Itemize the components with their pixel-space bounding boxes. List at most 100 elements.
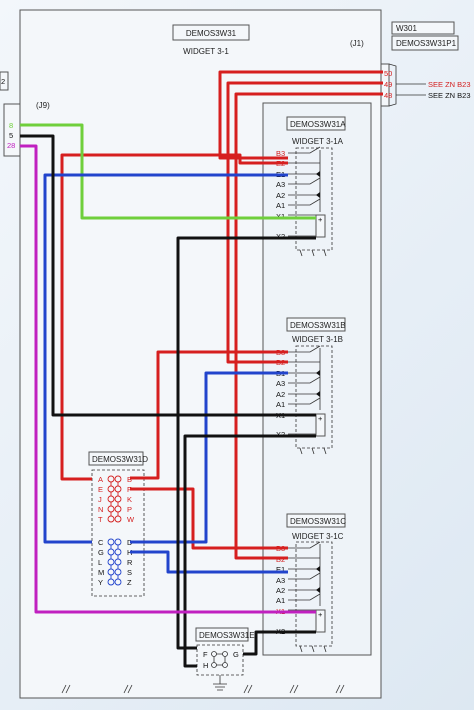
widget-b-pin-a1: A1: [276, 400, 285, 409]
widget-b-coil: [315, 413, 326, 437]
widget-c-ref-box: [286, 513, 346, 528]
w301-pin-50: 50: [384, 69, 392, 78]
widget-e: DEMOS3W31E F G H: [195, 627, 255, 691]
widget-d-pin-f: F: [127, 485, 132, 494]
widget-a: DEMOS3W31A WIDGET 3-1A B3 E2 E1 A3 A2 A1…: [276, 116, 346, 257]
widget-a-pin-a2: A2: [276, 191, 285, 200]
widget-d-pin-r: R: [127, 558, 133, 567]
widget-d-pin-m: M: [98, 568, 104, 577]
widget-d-pin-j: J: [98, 495, 102, 504]
widget-d-pin-w: W: [127, 515, 135, 524]
widget-d-pin-y: Y: [98, 578, 103, 587]
widget-d-pin-b: B: [127, 475, 132, 484]
w301-box: [391, 21, 455, 35]
widget-c-coil-plus-icon: +: [318, 610, 323, 619]
widget-d-pin-k: K: [127, 495, 132, 504]
wire-red-48: [234, 92, 383, 560]
w301-pin-48: 48: [384, 91, 392, 100]
widget-a-contacts: [288, 146, 321, 237]
w301-note-49: SEE ZN B23: [428, 80, 471, 89]
widget-a-pin-a1: A1: [276, 201, 285, 210]
widget-e-pin-f: F: [203, 650, 208, 659]
left-pin-28: 28: [7, 141, 15, 150]
widget-c-ref: DEMOS3W31C: [290, 517, 346, 526]
widget-b-switch-frame: [295, 345, 333, 449]
widget-d-pin-g: G: [98, 548, 104, 557]
left-conn: (J9): [36, 101, 50, 110]
widget-c-switch-frame: [295, 541, 333, 647]
widget-c-coil: [315, 609, 326, 633]
left-pin-8: 8: [9, 121, 13, 130]
left-edge-tag: 2: [1, 77, 5, 86]
widget-b-title: WIDGET 3-1B: [292, 335, 343, 344]
wire-blue-d-d: [130, 371, 288, 544]
widget-b-ref: DEMOS3W31B: [290, 321, 346, 330]
widget-c-pin-a2: A2: [276, 586, 285, 595]
widget-d-ref-box: [88, 451, 144, 466]
widget-b-pin-a3: A3: [276, 379, 285, 388]
widget-d-pin-l: L: [98, 558, 102, 567]
widget-a-coil-plus-icon: +: [318, 215, 323, 224]
widget-e-frame: [196, 644, 244, 676]
widget-a-switch-frame: [295, 147, 333, 251]
widget-a-ref: DEMOS3W31A: [290, 120, 346, 129]
widget-d-pin-p: P: [127, 505, 132, 514]
wire-black-a-x2: [176, 236, 316, 650]
widget-d: DEMOS3W31D A E J N T B F K P W C G L M Y…: [88, 451, 148, 597]
widget-c-ticks: [299, 645, 327, 653]
widget-c-pin-e1: E1: [276, 565, 285, 574]
wire-red-d-a: [60, 153, 288, 481]
widget-d-pin-h: H: [127, 548, 132, 557]
left-pin-5: 5: [9, 131, 13, 140]
widget-c-pin-a1: A1: [276, 596, 285, 605]
widget-a-pin-a3: A3: [276, 180, 285, 189]
w301-plug-box: [391, 35, 459, 51]
widget-d-pin-t: T: [98, 515, 103, 524]
widget-d-pin-n: N: [98, 505, 103, 514]
widget-e-jumpers: [211, 651, 228, 668]
left-edge-tab: [0, 71, 9, 91]
w301-plug: DEMOS3W31P1: [396, 39, 457, 48]
widget-e-ref: DEMOS3W31E: [199, 631, 255, 640]
widget-a-title: WIDGET 3-1A: [292, 137, 344, 146]
w301-pin-49: 49: [384, 80, 392, 89]
left-connector: [3, 103, 21, 157]
wire-blue-d-c: [43, 173, 288, 544]
widget-d-pin-z: Z: [127, 578, 132, 587]
widget-d-jumpers-bottom: [107, 538, 122, 586]
wire-green-8: [20, 123, 316, 220]
widget-e-ref-box: [195, 627, 249, 642]
wire-magenta-28: [20, 144, 316, 614]
widget-a-ref-box: [286, 116, 346, 131]
widget-a-ticks: [299, 249, 327, 257]
widget-d-frame: [91, 469, 145, 597]
main-ref: DEMOS3W31: [186, 29, 237, 38]
widget-d-pin-c: C: [98, 538, 104, 547]
widget-b-ticks: [299, 447, 327, 455]
widget-d-pin-a: A: [98, 475, 103, 484]
w301-connector-lip: [388, 63, 397, 107]
widget-e-pin-g: G: [233, 650, 239, 659]
wire-black-5: [20, 134, 316, 417]
wire-blue-d-h: [130, 550, 288, 574]
main-ref-box: [172, 24, 250, 41]
w301-connector: [380, 63, 390, 107]
w301-note-48: SEE ZN B23: [428, 91, 471, 100]
widget-b-ref-box: [286, 317, 346, 332]
ground-icon: [213, 675, 227, 691]
wire-red-d-f: [130, 487, 288, 550]
wire-red-50: [218, 70, 383, 160]
main-title: WIDGET 3-1: [183, 47, 229, 56]
w301-ref: W301: [396, 24, 417, 33]
bottom-break-marks: [61, 684, 345, 694]
widget-e-pin-h: H: [203, 661, 208, 670]
widget-c-title: WIDGET 3-1C: [292, 532, 344, 541]
main-conn: (J1): [350, 39, 364, 48]
widget-c-pin-a3: A3: [276, 576, 285, 585]
wire-black-b-x2: [183, 434, 316, 668]
wire-red-49: [226, 81, 383, 364]
widget-d-ref: DEMOS3W31D: [92, 455, 148, 464]
widget-a-pin-b3: B3: [276, 149, 285, 158]
